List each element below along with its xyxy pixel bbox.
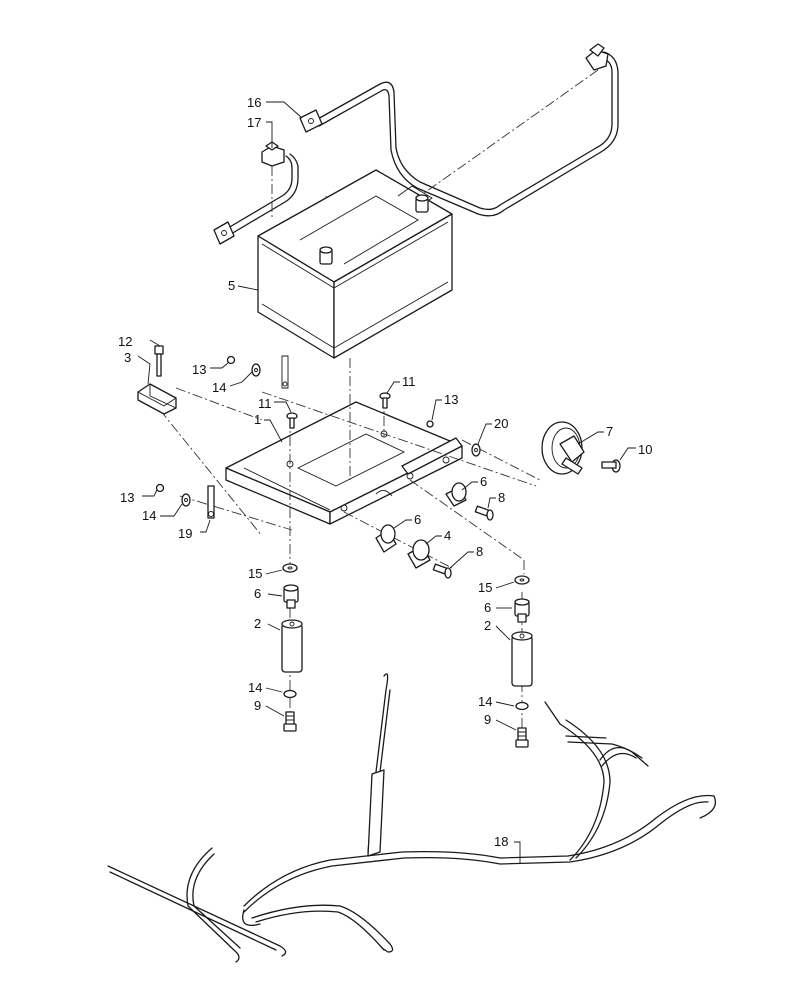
callout-5: 5 (228, 278, 235, 293)
callout-7: 7 (606, 424, 613, 439)
isolator-6-middle (375, 524, 397, 553)
callout-14-right: 14 (478, 694, 492, 709)
callout-2-left: 2 (254, 616, 261, 631)
callout-8-lower: 8 (476, 544, 483, 559)
callout-20: 20 (494, 416, 508, 431)
strap-19 (207, 485, 215, 519)
callout-9-right: 9 (484, 712, 491, 727)
screw-8-upper (474, 505, 494, 521)
washer-15-right (514, 575, 530, 585)
callout-12: 12 (118, 334, 132, 349)
battery-cable-16 (299, 43, 619, 217)
nut-13-tray (426, 420, 434, 428)
callout-10: 10 (638, 442, 652, 457)
callout-14-left: 14 (248, 680, 262, 695)
bolt-12 (154, 345, 164, 377)
screw-11-left (286, 412, 298, 429)
nut-13-lower (155, 483, 165, 493)
screw-11-right (379, 392, 391, 409)
battery-tray-1 (225, 401, 463, 525)
callout-2-right: 2 (484, 618, 491, 633)
callout-13-lower: 13 (120, 490, 134, 505)
hold-down-bracket-3 (137, 383, 177, 415)
callout-16: 16 (247, 95, 261, 110)
disconnect-switch-7 (541, 421, 585, 475)
isolator-6-left (283, 584, 299, 609)
screw-10 (601, 459, 621, 473)
callout-8-upper: 8 (498, 490, 505, 505)
bolt-9-left (283, 711, 297, 732)
callout-1: 1 (254, 412, 261, 427)
spacer-2-right (511, 631, 533, 687)
battery-5 (257, 169, 453, 359)
callout-18: 18 (494, 834, 508, 849)
wiring-harness-18 (107, 673, 717, 963)
callout-9-left: 9 (254, 698, 261, 713)
callout-6-right: 6 (480, 474, 487, 489)
callout-4: 4 (444, 528, 451, 543)
washer-14-right (515, 701, 529, 711)
callout-14-upper: 14 (212, 380, 226, 395)
callout-14-lower: 14 (142, 508, 156, 523)
callout-13-tray: 13 (444, 392, 458, 407)
leader-lines (137, 101, 636, 864)
screw-8-lower (432, 563, 452, 579)
washer-14-lower (181, 493, 191, 507)
callout-17: 17 (247, 115, 261, 130)
isolator-4 (407, 539, 431, 569)
callout-19: 19 (178, 526, 192, 541)
callout-11-left: 11 (258, 396, 272, 411)
callout-3: 3 (124, 350, 131, 365)
strap-upper (281, 355, 289, 389)
isolator-6-right (445, 482, 467, 507)
callout-6-left: 6 (254, 586, 261, 601)
nut-13-upper (226, 355, 236, 365)
bolt-9-right (515, 727, 529, 748)
callout-11-right: 11 (402, 374, 416, 389)
washer-14-upper (251, 363, 261, 377)
callout-labels: 16 17 5 12 3 13 14 11 11 1 13 20 7 10 6 … (118, 95, 652, 849)
battery-cable-17 (213, 141, 299, 245)
callout-15-left: 15 (248, 566, 262, 581)
isolator-6-right-column (514, 598, 530, 623)
callout-13-upper: 13 (192, 362, 206, 377)
callout-6-middle: 6 (414, 512, 421, 527)
spacer-2-left (281, 619, 303, 673)
callout-6-right-column: 6 (484, 600, 491, 615)
washer-15-left (282, 563, 298, 573)
washer-14-left (283, 689, 297, 699)
callout-15-right: 15 (478, 580, 492, 595)
washer-20 (471, 443, 481, 457)
